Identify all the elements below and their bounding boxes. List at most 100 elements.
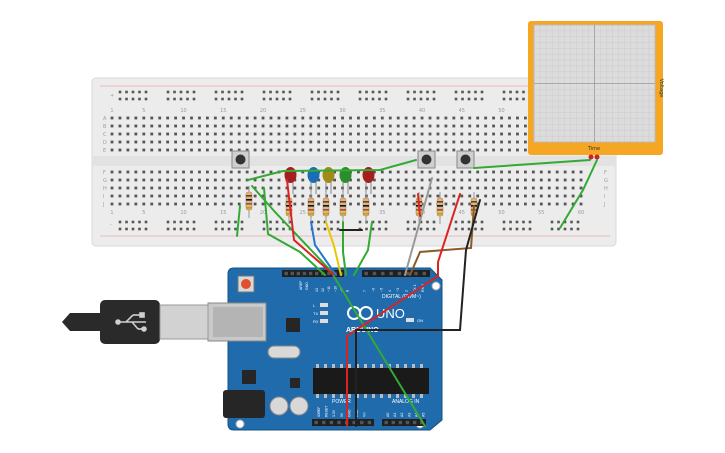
usb-chip bbox=[286, 318, 300, 332]
on-label: ON bbox=[417, 318, 423, 323]
wire-green-scope-probe[interactable] bbox=[473, 159, 591, 169]
indicator-label: L bbox=[313, 303, 316, 308]
digital-pin-label: RX 0 bbox=[421, 284, 425, 292]
column-number: 10 bbox=[180, 210, 186, 216]
column-number: 1 bbox=[110, 108, 113, 114]
row-letter: H bbox=[103, 186, 107, 192]
push-button-cap bbox=[421, 154, 432, 165]
row-letter: J bbox=[102, 202, 104, 208]
usb-cable-end bbox=[62, 313, 100, 331]
column-number: 15 bbox=[220, 210, 226, 216]
wire-red-5v[interactable] bbox=[346, 193, 461, 427]
wire-green-short[interactable] bbox=[236, 205, 241, 237]
column-number: 5 bbox=[142, 108, 145, 114]
analog-pin-label: A3 bbox=[407, 413, 411, 417]
analog-pin-label: A4 bbox=[414, 413, 418, 417]
digital-pin-label: 12 bbox=[321, 288, 325, 292]
column-number: 20 bbox=[260, 108, 266, 114]
wire-gray-button2[interactable] bbox=[404, 177, 433, 276]
column-number: 40 bbox=[419, 108, 425, 114]
row-letter: F bbox=[103, 170, 106, 176]
wires[interactable] bbox=[236, 159, 598, 427]
analog-header-label: ANALOG IN bbox=[392, 399, 420, 405]
wire-blue-led[interactable] bbox=[310, 221, 337, 276]
column-number: 20 bbox=[260, 210, 266, 216]
atmega-chip-pins bbox=[316, 364, 423, 398]
power-header[interactable] bbox=[312, 419, 374, 426]
wire-red-led1[interactable] bbox=[286, 179, 335, 276]
wire-yellow-led[interactable] bbox=[325, 221, 342, 276]
digital-pin-label: ~3 bbox=[396, 288, 400, 292]
row-letter: J bbox=[603, 202, 605, 208]
column-number: 50 bbox=[498, 108, 504, 114]
resistor[interactable] bbox=[307, 192, 315, 224]
breadboard-column-numbers-top: 151015202530354045505560 bbox=[110, 108, 584, 114]
capacitor bbox=[289, 396, 309, 416]
atmega-chip bbox=[313, 368, 429, 394]
resistor[interactable] bbox=[436, 192, 444, 224]
capacitor bbox=[269, 396, 289, 416]
digital-pin-label: 2 bbox=[405, 290, 409, 292]
column-number: 35 bbox=[379, 108, 385, 114]
column-number: 60 bbox=[578, 210, 584, 216]
digital-pin-label: TX 1 bbox=[413, 284, 417, 292]
column-number: 1 bbox=[110, 210, 113, 216]
column-number: 30 bbox=[339, 108, 345, 114]
wire-green-led2[interactable] bbox=[353, 221, 373, 276]
wire-green-button-bus[interactable] bbox=[247, 159, 417, 181]
row-letter: H bbox=[604, 186, 608, 192]
row-letter: F bbox=[604, 170, 607, 176]
usb-cable[interactable] bbox=[62, 300, 209, 344]
power-pin-label: RESET bbox=[325, 406, 329, 417]
analog-pin-label: A2 bbox=[400, 413, 404, 417]
digital-pin-label: ~10 bbox=[333, 286, 337, 292]
power-rail-symbol: + bbox=[110, 93, 114, 99]
resistor[interactable] bbox=[362, 192, 370, 224]
column-number: 15 bbox=[220, 108, 226, 114]
dc-power-jack[interactable] bbox=[223, 390, 265, 418]
indicator-led bbox=[320, 311, 328, 315]
row-letter: G bbox=[604, 178, 608, 184]
oscilloscope-y-label: Voltage bbox=[658, 79, 664, 98]
wire-green-led[interactable] bbox=[342, 221, 347, 276]
digital-header-left[interactable] bbox=[282, 270, 344, 277]
resistor[interactable] bbox=[339, 192, 347, 224]
digital-pin-label: 8 bbox=[346, 290, 350, 292]
push-button-cap bbox=[235, 154, 246, 165]
oscilloscope[interactable]: Voltage Time bbox=[528, 21, 664, 160]
row-letter: B bbox=[103, 124, 107, 130]
analog-pin-label: A5 bbox=[422, 413, 426, 417]
wire-red-short[interactable] bbox=[417, 193, 421, 217]
voltage-regulator bbox=[242, 370, 256, 384]
push-button-1[interactable] bbox=[231, 150, 250, 169]
resistor[interactable] bbox=[245, 186, 253, 218]
row-letter: E bbox=[103, 148, 106, 154]
digital-header-right[interactable] bbox=[362, 270, 430, 277]
column-number: 25 bbox=[300, 108, 306, 114]
wire-green-analog[interactable] bbox=[251, 185, 426, 427]
oscilloscope-probe-negative[interactable] bbox=[594, 154, 600, 160]
wire-green-scope-ground[interactable] bbox=[559, 159, 598, 229]
row-letter: I bbox=[103, 194, 104, 200]
row-letter: C bbox=[103, 132, 107, 138]
resistor[interactable] bbox=[322, 192, 330, 224]
arduino-logo bbox=[347, 306, 373, 320]
wire-green-pin[interactable] bbox=[263, 187, 326, 276]
push-button-2[interactable] bbox=[417, 150, 436, 169]
mount-hole bbox=[235, 419, 245, 429]
analog-header[interactable] bbox=[382, 419, 426, 426]
column-number: 25 bbox=[300, 210, 306, 216]
gnd-label: GND bbox=[305, 282, 309, 290]
wire-black-gnd[interactable] bbox=[355, 199, 481, 427]
digital-pin-label: 4 bbox=[388, 290, 392, 292]
digital-pin-label: 7 bbox=[363, 290, 367, 292]
reset-button-cap bbox=[241, 279, 251, 289]
row-letter: A bbox=[103, 116, 107, 122]
oscilloscope-probe-positive[interactable] bbox=[588, 154, 594, 160]
row-letter: I bbox=[604, 194, 605, 200]
push-button-3[interactable] bbox=[456, 150, 475, 169]
indicator-label: RX bbox=[313, 319, 319, 324]
